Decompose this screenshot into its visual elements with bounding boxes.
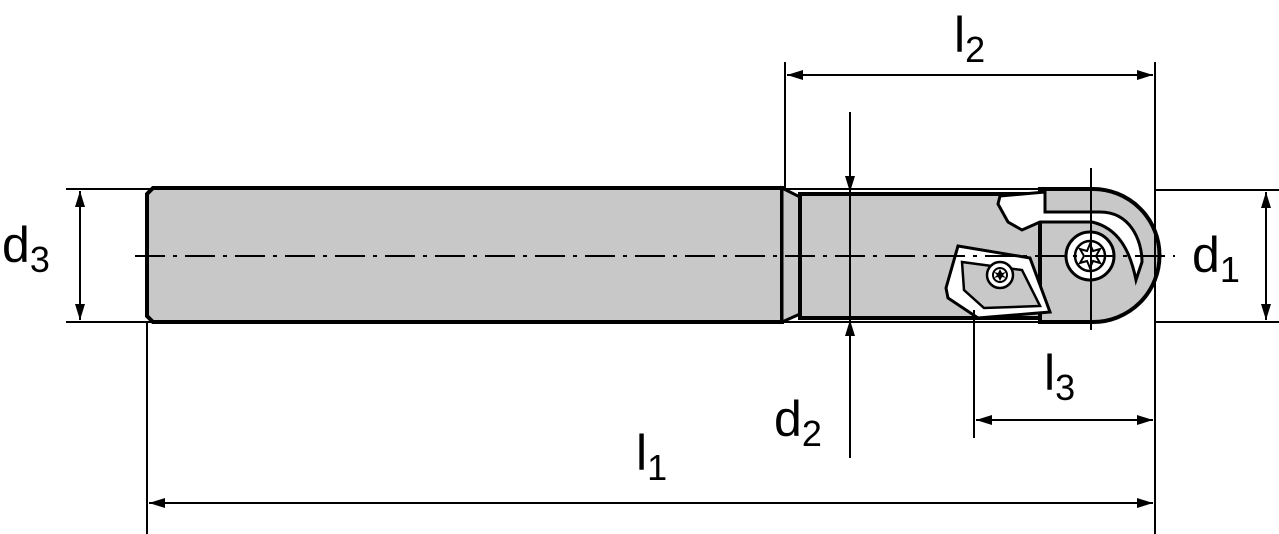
upper-insert [996,190,1144,286]
label-d3: d3 [2,217,50,280]
label-d1: d1 [1192,227,1240,290]
label-d2: d2 [774,391,822,454]
label-l1: l1 [636,425,667,488]
label-l2: l2 [954,7,985,70]
label-l3: l3 [1044,345,1075,408]
torx-screw-small-icon [985,260,1015,290]
